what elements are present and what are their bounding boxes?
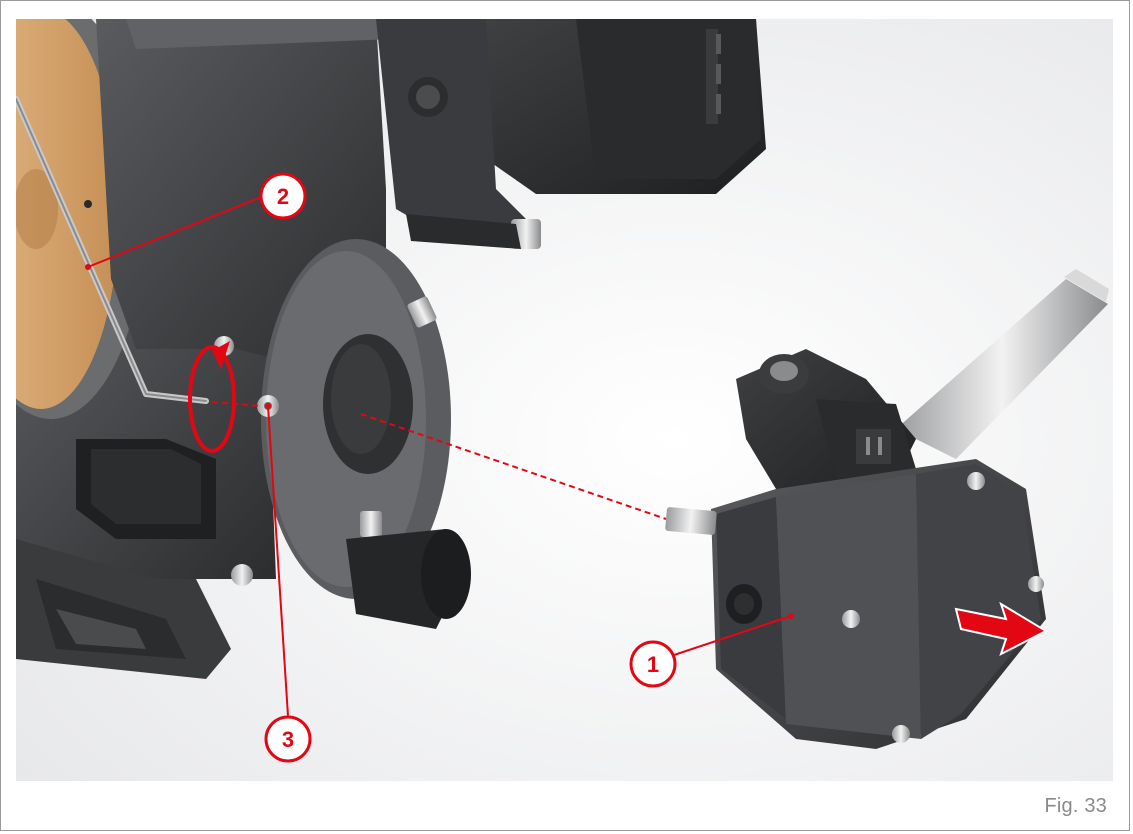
direction-arrow [954, 601, 1049, 657]
callout-1-label: 1 [647, 652, 659, 677]
figure-caption: Fig. 33 [1044, 795, 1107, 817]
pump-head [665, 269, 1109, 749]
alignment-line [360, 413, 667, 520]
callout-3-label: 3 [282, 727, 294, 752]
figure-illustration: 2 3 1 [16, 19, 1113, 781]
callout-1: 1 [629, 640, 677, 688]
callout-2-label: 2 [277, 184, 289, 209]
callout-2: 2 [259, 172, 307, 220]
rotation-arrow [188, 345, 236, 453]
callout-3: 3 [264, 715, 312, 763]
